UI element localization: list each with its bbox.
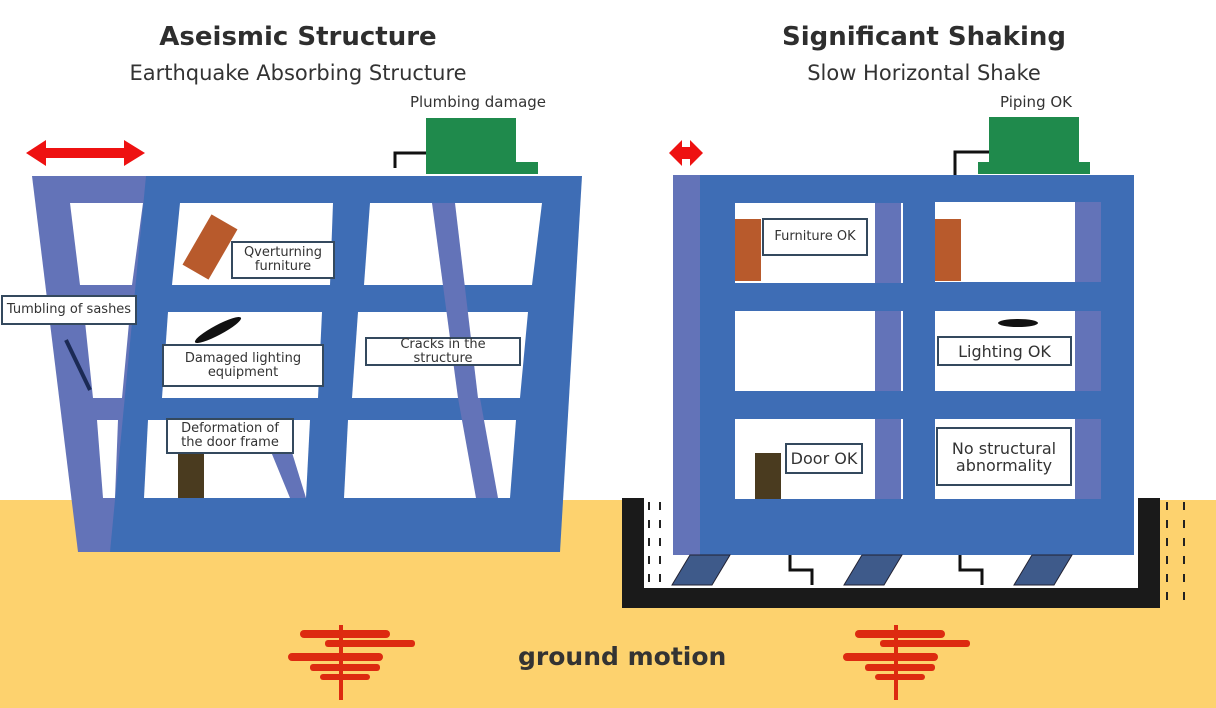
left-lamp: [194, 317, 242, 343]
label-tumbling-sashes: Tumbling of sashes: [1, 295, 137, 325]
label-door-deformation: Deformation of the door frame: [166, 418, 294, 454]
left-furniture: [182, 214, 238, 280]
left-subtitle: Earthquake Absorbing Structure: [129, 61, 467, 85]
left-top-note: Plumbing damage: [409, 93, 547, 111]
right-door: [755, 453, 781, 499]
left-door: [178, 454, 204, 498]
quake-symbol-right: [843, 625, 970, 700]
left-sash: [64, 339, 92, 391]
quake-symbol-left: [288, 625, 415, 700]
right-subtitle: Slow Horizontal Shake: [807, 61, 1041, 85]
base-isolators: [671, 554, 1073, 586]
right-lamp: [998, 319, 1038, 327]
right-shake-arrow: [669, 140, 703, 166]
left-tank: [426, 118, 516, 166]
isolation-pit: [622, 498, 1160, 608]
right-building-shadow: [673, 175, 701, 555]
label-door-ok: Door OK: [785, 443, 863, 474]
dampers: [788, 555, 984, 585]
label-damaged-lighting: Damaged lighting equipment: [162, 344, 324, 387]
label-overturning-furniture: Qverturning furniture: [231, 241, 335, 279]
right-top-note: Piping OK: [999, 93, 1072, 111]
right-furniture: [735, 219, 761, 281]
label-furniture-ok: Furniture OK: [762, 218, 868, 256]
pit-dashes: [648, 502, 1185, 605]
label-lighting-ok: Lighting OK: [937, 336, 1072, 366]
left-title: Aseismic Structure: [159, 22, 437, 52]
right-tank: [989, 117, 1079, 165]
left-shake-arrow: [26, 140, 145, 166]
ground-motion-label: ground motion: [518, 642, 727, 671]
label-cracks: Cracks in the structure: [365, 337, 521, 366]
right-title: Significant Shaking: [782, 22, 1066, 52]
label-no-structural-abnormality: No structural abnormality: [936, 427, 1072, 486]
